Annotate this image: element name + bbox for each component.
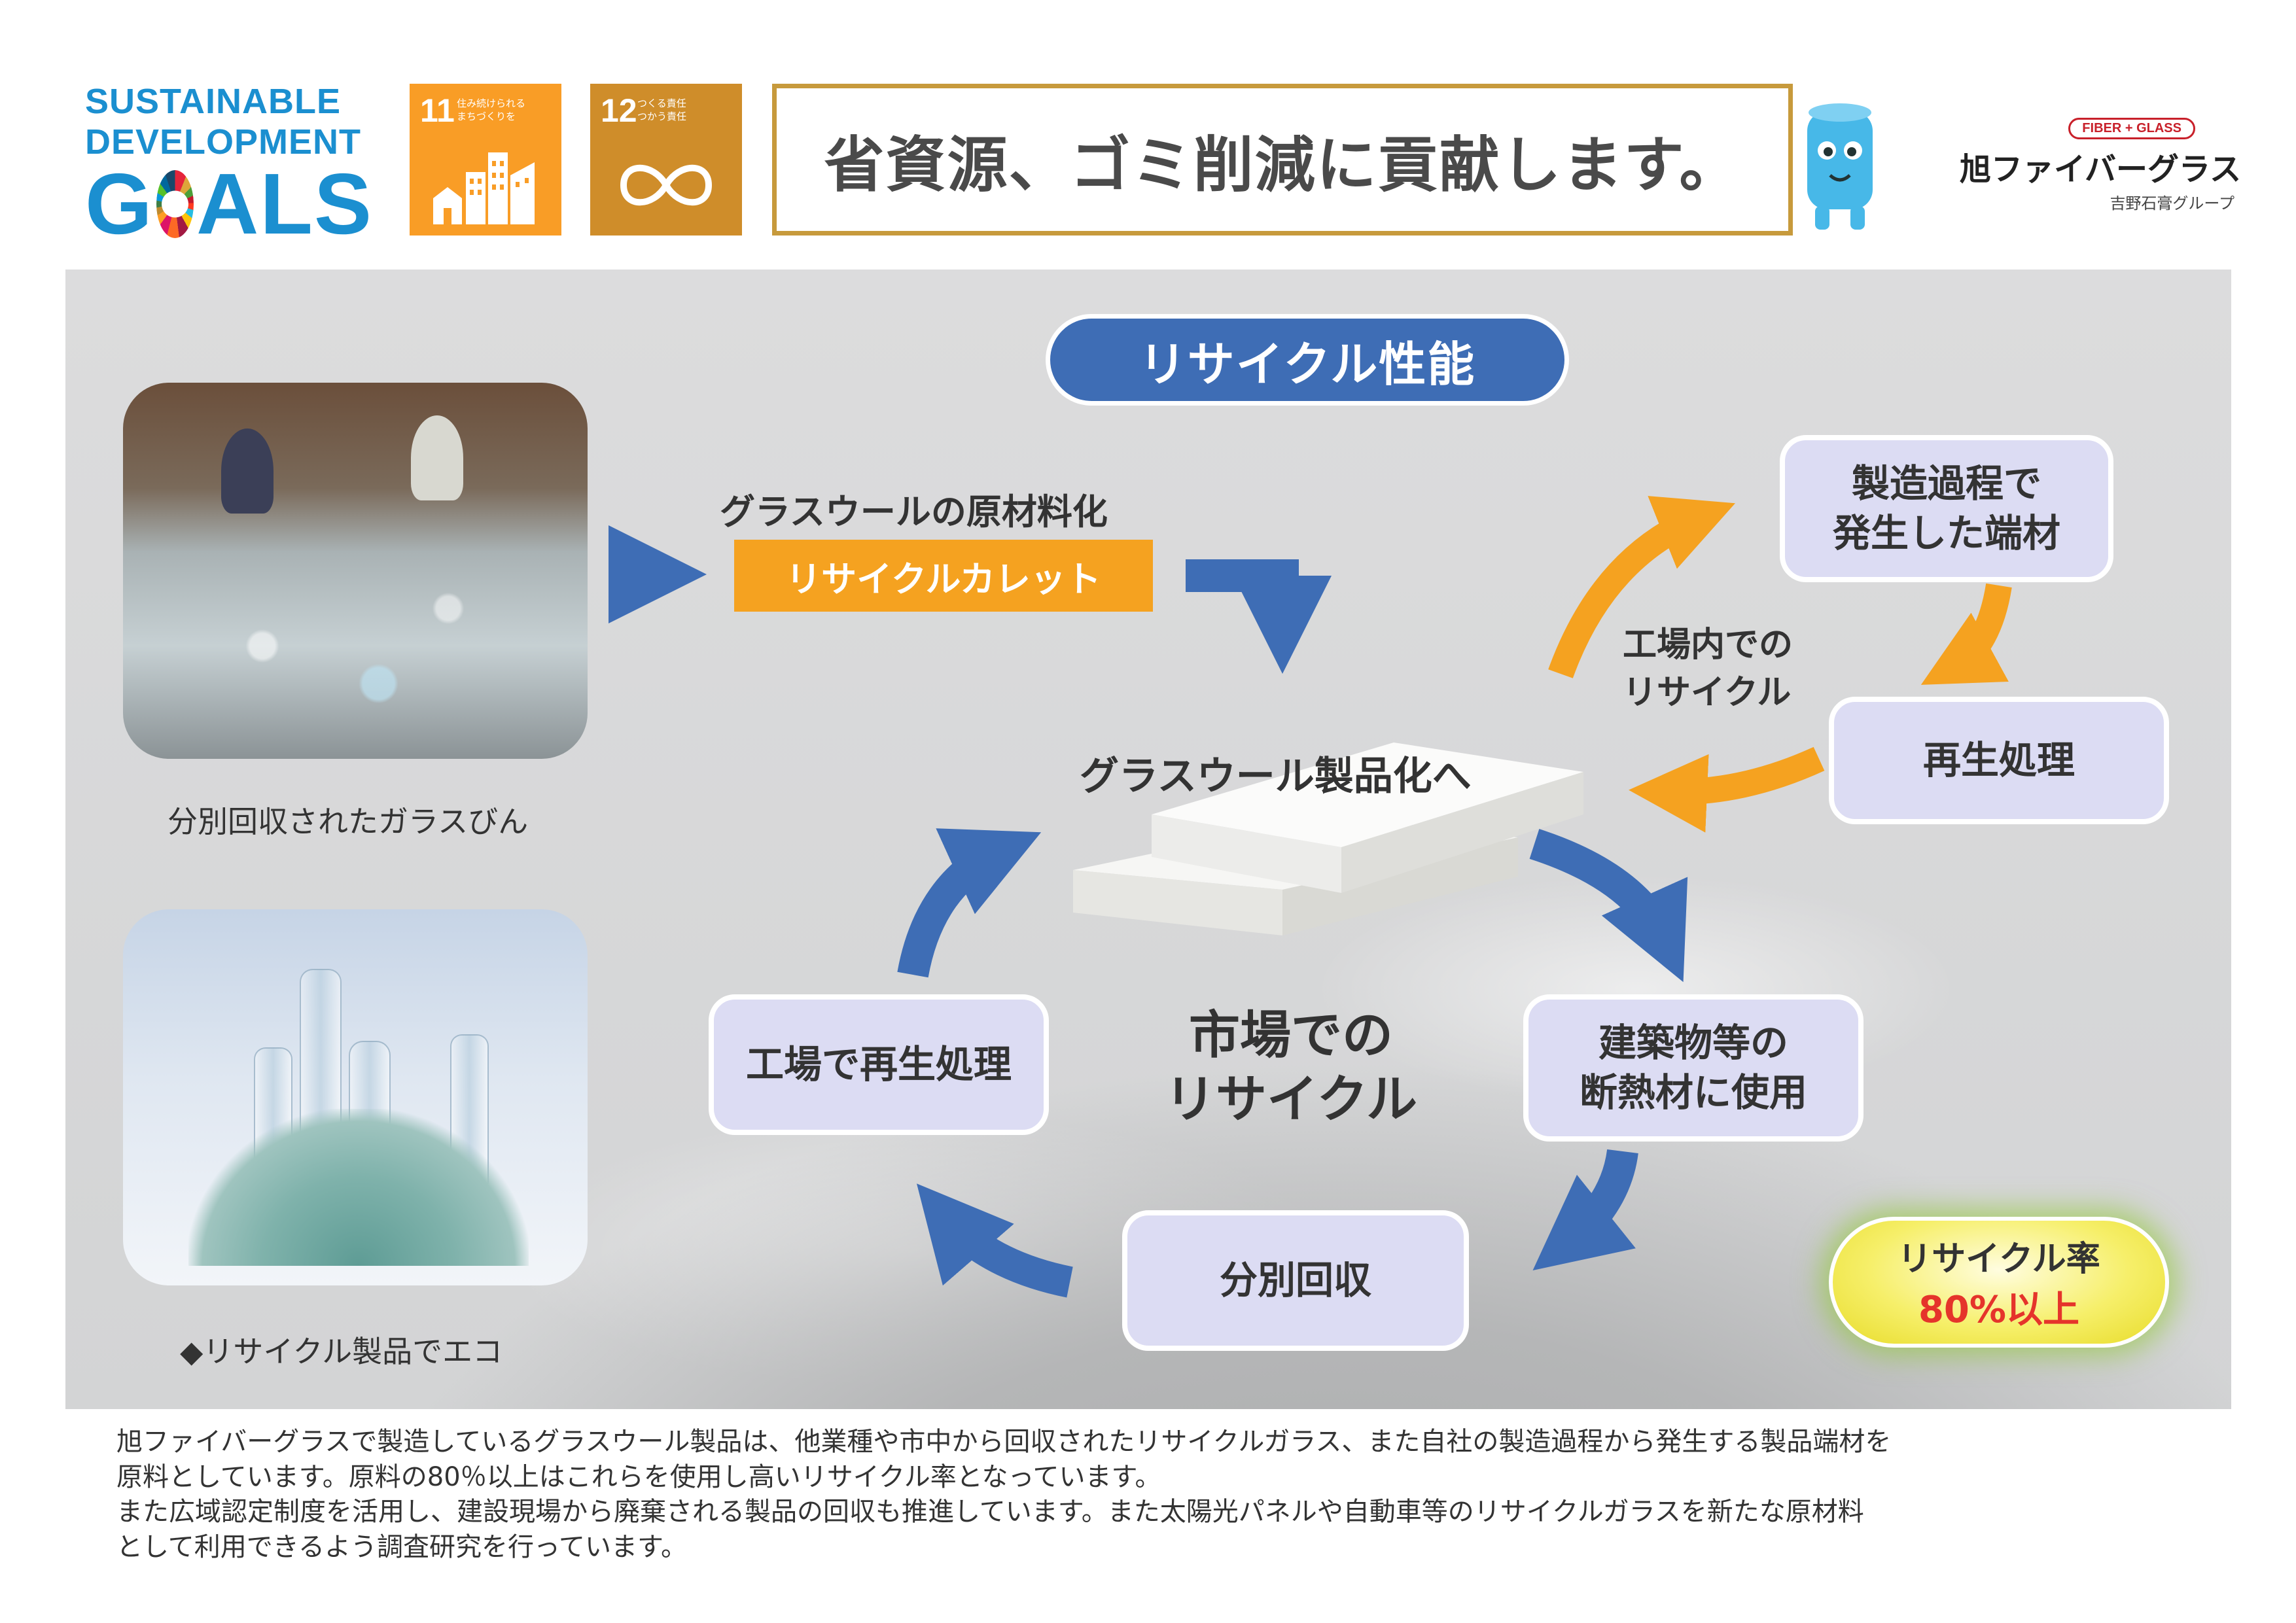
sdg-wheel-icon [156,170,194,238]
sdg-goals-als: ALS [196,156,373,252]
raw-material-label: グラスウールの原材料化 [720,491,1108,532]
description-line: 原料としています。原料の80％以上はこれらを使用し高いリサイクル率となっています… [116,1461,1161,1492]
arrow-product-to-scrap [1548,496,1735,678]
sdg-goal-number: 12 [601,92,637,129]
arrow-product-to-building [1529,829,1688,983]
city-buildings-icon [433,152,535,224]
description-line: また広域認定制度を活用し、建設現場から廃棄される製品の回収も推進しています。また… [116,1497,1864,1527]
factory-regeneration-box: 工場で再生処理 [709,994,1049,1135]
glass-wool-product-label: グラスウール製品化へ [1080,754,1472,799]
recycle-rate-value: 80%以上 [1918,1289,2080,1331]
arrow-factory-to-product [897,828,1042,978]
company-name: 旭ファイバーグラス [1960,151,2242,188]
fiber-glass-badge: FIBER + GLASS [2068,118,2195,139]
arrow-regen-to-product [1629,746,1825,833]
arrow-scrap-to-regen [1920,583,2012,685]
worker-figure [411,415,463,500]
separate-collection-box: 分別回収 [1122,1210,1469,1351]
worker-figure [221,428,274,514]
arrow-building-to-collect [1532,1149,1638,1270]
sdg-logo-line2: DEVELOPMENT [85,122,362,162]
sdg-logo-line1: SUSTAINABLE [85,82,342,121]
recycle-rate-label: リサイクル率 [1898,1240,2100,1279]
scrap-material-box: 製造過程で 発生した端材 [1780,435,2113,582]
recycled-glass-photo [123,909,588,1285]
arrow-cullet-to-product [1186,559,1332,674]
photo-caption-eco: ◆リサイクル製品でエコ [180,1334,503,1369]
description-line: 旭ファイバーグラスで製造しているグラスウール製品は、他業種や市中から回収されたリ… [116,1427,1892,1457]
company-group: 吉野石膏グループ [2110,194,2234,213]
glass-wool-product-image [1073,742,1583,935]
sdg-goal-text: つくる責任 つかう責任 [637,97,687,123]
recycle-performance-title: リサイクル性能 [1046,314,1569,406]
sdg-goal-11-tile: 11 住み続けられる まちづくりを [410,84,561,236]
recycle-cullet-label: リサイクルカレット [734,540,1153,612]
recycle-rate-badge: リサイクル率 80%以上 [1829,1217,2169,1348]
headline: 省資源、ゴミ削減に貢献します。 [772,84,1793,236]
mascot-icon [1807,103,1873,230]
regeneration-box: 再生処理 [1829,697,2169,824]
market-recycle-label: 市場での リサイクル [1165,1006,1418,1129]
company-logo: FIBER + GLASS 旭ファイバーグラス 吉野石膏グループ [1960,118,2242,213]
arrow-collect-to-factory [916,1183,1073,1298]
cullet-pile [188,1109,529,1266]
sdg-goals-g: G [85,156,154,252]
sdg-goal-number: 11 [420,92,455,129]
sorted-glass-bottles-photo [123,383,588,759]
infinity-loop-icon [620,164,713,206]
sdg-goal-text: 住み続けられる まちづくりを [457,97,526,123]
photo-caption-bottles: 分別回収されたガラスびん [168,804,529,839]
description-line: として利用できるよう調査研究を行っています。 [116,1531,687,1562]
building-insulation-box: 建築物等の 断熱材に使用 [1523,994,1863,1142]
description-text: 旭ファイバーグラスで製造しているグラスウール製品は、他業種や市中から回収されたリ… [116,1425,2210,1565]
sdg-goal-12-tile: 12 つくる責任 つかう責任 [590,84,742,236]
factory-recycle-label: 工場内での リサイクル [1623,625,1793,712]
